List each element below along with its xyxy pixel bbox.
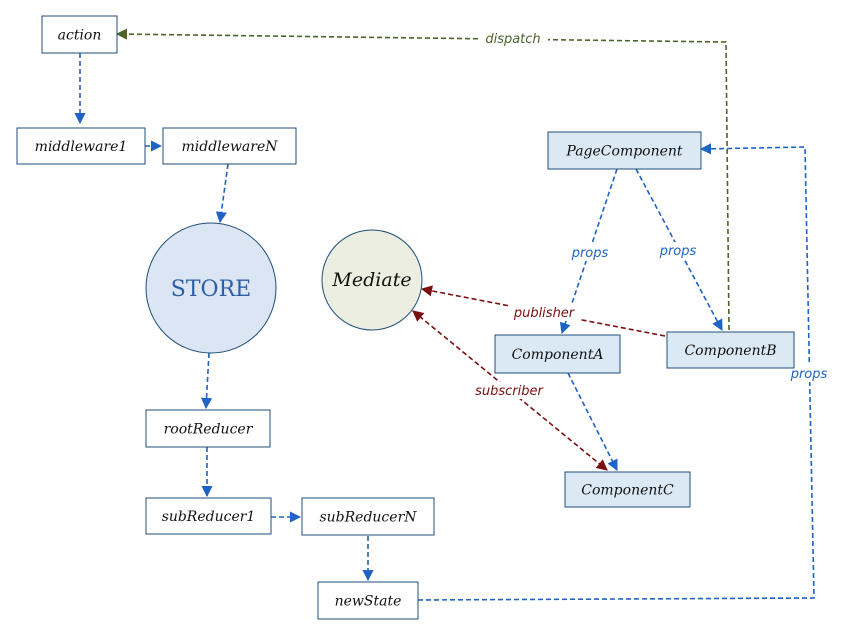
componentA-label: ComponentA xyxy=(512,347,604,363)
rootReducer-label: rootReducer xyxy=(164,422,254,438)
edge-mediate-to-componentC xyxy=(412,310,608,471)
store-node: STORE xyxy=(145,222,277,354)
action-label: action xyxy=(58,28,102,44)
newState-label: newState xyxy=(335,594,402,610)
edge-componentA-to-componentC xyxy=(567,372,618,471)
edge-componentB-dispatch-to-action xyxy=(115,28,730,331)
pageComponent-label: PageComponent xyxy=(565,144,683,160)
edge-newState-to-pageComponent xyxy=(417,143,815,601)
componentC-label: ComponentC xyxy=(581,483,674,499)
componentB-label: ComponentB xyxy=(684,343,776,359)
subReducer1-label: subReducer1 xyxy=(162,509,256,525)
subReducer1-node: subReducer1 xyxy=(145,497,272,535)
mediate-label: Mediate xyxy=(331,269,411,291)
action-node: action xyxy=(41,15,118,54)
publisher-label: publisher xyxy=(513,306,576,321)
componentB-node: ComponentB xyxy=(666,331,795,369)
mediate-node: Mediate xyxy=(321,229,423,331)
subReducerN-node: subReducerN xyxy=(301,497,435,536)
componentA-node: ComponentA xyxy=(494,334,621,374)
edge-middlewareN-to-store xyxy=(215,163,229,224)
props-label-a: props xyxy=(571,246,609,261)
store-label: STORE xyxy=(171,277,251,302)
middleware1-label: middleware1 xyxy=(35,139,128,155)
middlewareN-label: middlewareN xyxy=(182,139,279,155)
middleware1-node: middleware1 xyxy=(16,127,146,165)
middlewareN-node: middlewareN xyxy=(162,127,297,165)
dispatch-label: dispatch xyxy=(485,32,540,47)
rootReducer-node: rootReducer xyxy=(145,409,271,448)
subReducerN-label: subReducerN xyxy=(319,510,417,526)
componentC-node: ComponentC xyxy=(564,471,691,508)
pageComponent-node: PageComponent xyxy=(547,131,702,170)
props-label-b: props xyxy=(659,244,697,259)
subscriber-label: subscriber xyxy=(475,384,544,399)
edge-store-to-rootReducer xyxy=(200,352,213,410)
props-label-right: props xyxy=(790,367,828,382)
newState-node: newState xyxy=(317,581,419,620)
